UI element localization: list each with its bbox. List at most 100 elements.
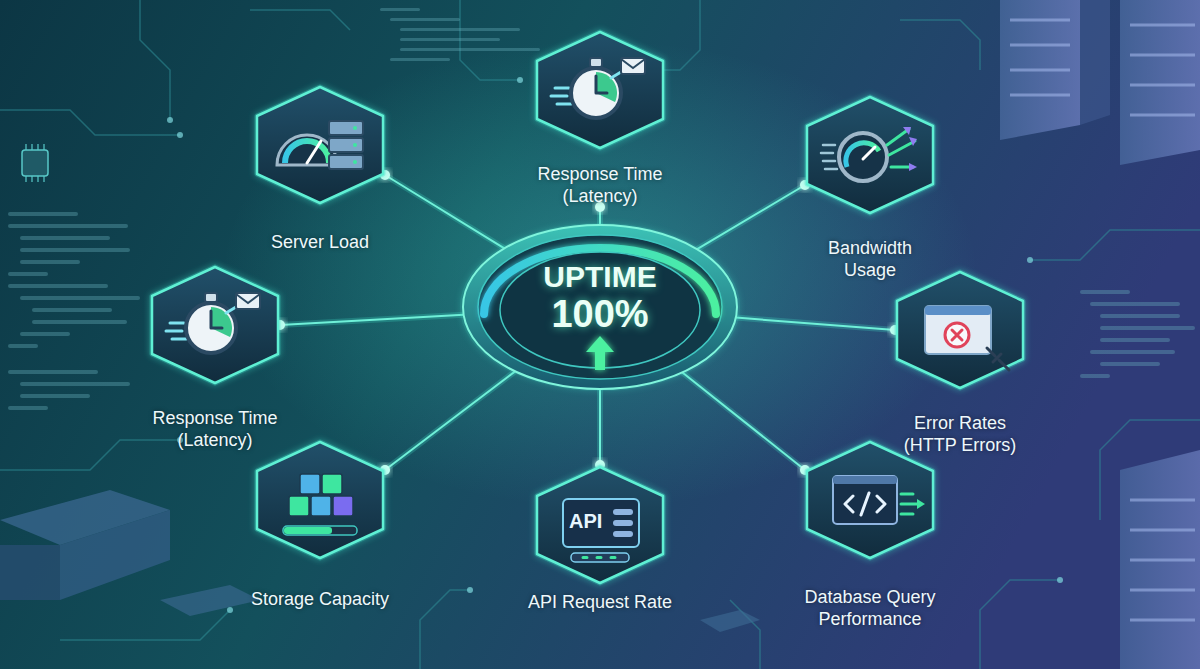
speed-lines bbox=[166, 323, 186, 339]
error-window bbox=[925, 306, 991, 354]
envelope bbox=[621, 58, 645, 74]
capacity-bar bbox=[283, 526, 357, 535]
hexagon-outline bbox=[255, 440, 385, 560]
envelope-flap bbox=[236, 294, 260, 303]
connector-line bbox=[599, 389, 601, 465]
connector bbox=[595, 389, 605, 470]
metric-hexagon: API Request Rate bbox=[500, 465, 700, 613]
stopwatch-face bbox=[186, 303, 236, 353]
metric-icon bbox=[166, 293, 260, 353]
metric-label: API Request Rate bbox=[500, 591, 700, 613]
api-bar bbox=[613, 509, 633, 515]
connector-line bbox=[280, 315, 464, 325]
hexagon-glow bbox=[897, 272, 1023, 388]
uptime-hub: UPTIME100% bbox=[460, 222, 740, 392]
hexagon-outline bbox=[150, 265, 280, 385]
window-bar bbox=[833, 476, 897, 484]
metric-hexagon: Storage Capacity bbox=[220, 440, 420, 610]
hexagon-body bbox=[152, 267, 278, 383]
connector-line bbox=[385, 175, 504, 248]
server-unit bbox=[329, 138, 363, 152]
connector-glow bbox=[385, 175, 504, 248]
stopwatch-button bbox=[205, 293, 217, 302]
gauge-needle bbox=[307, 141, 321, 163]
envelope-flap bbox=[621, 59, 645, 68]
connector bbox=[380, 371, 515, 475]
flow-lines bbox=[821, 145, 837, 169]
hexagon-glow bbox=[257, 87, 383, 203]
error-cross bbox=[952, 330, 962, 340]
hexagon-outline bbox=[535, 30, 665, 150]
connector bbox=[682, 373, 810, 475]
server-led bbox=[353, 160, 357, 164]
hexagon-glow bbox=[807, 97, 933, 213]
code-symbol bbox=[845, 493, 885, 515]
metric-icon bbox=[563, 499, 639, 562]
connector-line bbox=[682, 373, 805, 470]
metric-hexagon: Database Query Performance bbox=[770, 440, 970, 630]
connector bbox=[380, 170, 504, 248]
metric-hexagon: Error Rates (HTTP Errors) bbox=[860, 270, 1060, 456]
motion-line bbox=[226, 307, 236, 313]
up-arrows bbox=[887, 129, 915, 167]
connector-glow bbox=[697, 185, 805, 249]
label-holder: API bbox=[569, 509, 602, 533]
disc-glow bbox=[460, 223, 740, 391]
hexagon-glow bbox=[807, 442, 933, 558]
server-unit bbox=[329, 121, 363, 135]
metric-label: Response Time (Latency) bbox=[525, 163, 675, 207]
server-unit bbox=[329, 155, 363, 169]
metric-label: Storage Capacity bbox=[220, 588, 420, 610]
hexagon-glow bbox=[152, 267, 278, 383]
hexagon-body bbox=[537, 32, 663, 148]
speed-arrows bbox=[901, 494, 919, 514]
broken-cable bbox=[987, 348, 1009, 370]
connector-glow bbox=[682, 373, 805, 470]
storage-block bbox=[300, 474, 320, 494]
hexagon-outline bbox=[895, 270, 1025, 390]
stopwatch-button bbox=[590, 58, 602, 67]
gauge-face bbox=[839, 133, 887, 181]
api-slider bbox=[571, 553, 629, 562]
hexagon-outline bbox=[255, 85, 385, 205]
stopwatch-hands bbox=[211, 311, 222, 328]
metric-label: Response Time (Latency) bbox=[140, 407, 290, 451]
hexagon-outline bbox=[805, 440, 935, 560]
stopwatch-face bbox=[571, 68, 621, 118]
hub-title: UPTIME bbox=[460, 222, 740, 294]
metric-icon bbox=[551, 58, 645, 118]
arrow-heads bbox=[903, 127, 917, 171]
gauge-arc bbox=[285, 141, 329, 163]
up-arrow bbox=[586, 336, 614, 370]
code-window bbox=[833, 476, 897, 524]
metric-hexagon: Bandwidth Usage bbox=[770, 95, 970, 281]
connector-line bbox=[385, 371, 515, 470]
metric-label: Database Query Performance bbox=[785, 586, 955, 630]
hexagon-body bbox=[257, 442, 383, 558]
connector-glow bbox=[280, 315, 464, 325]
api-bar bbox=[613, 531, 633, 537]
api-slider-dots bbox=[583, 556, 615, 559]
storage-block bbox=[289, 496, 309, 516]
icon-text: API bbox=[569, 510, 602, 532]
capacity-fill bbox=[284, 527, 332, 534]
hexagon-body bbox=[807, 442, 933, 558]
hexagon-body bbox=[807, 97, 933, 213]
metric-icon bbox=[821, 127, 917, 181]
connector bbox=[697, 180, 810, 249]
connector-line bbox=[736, 318, 895, 330]
metric-hexagon: Server Load bbox=[220, 85, 420, 253]
window-bar bbox=[925, 306, 991, 315]
chip bbox=[22, 144, 48, 182]
connector-glow bbox=[385, 371, 515, 470]
hexagon-glow bbox=[257, 442, 383, 558]
metric-icon bbox=[833, 476, 925, 524]
metric-label: Bandwidth Usage bbox=[810, 237, 930, 281]
api-bar bbox=[613, 520, 633, 526]
metric-icon bbox=[283, 474, 357, 535]
server-led bbox=[353, 126, 357, 130]
circuit-dots bbox=[167, 67, 1063, 613]
connector-glow bbox=[597, 389, 603, 465]
